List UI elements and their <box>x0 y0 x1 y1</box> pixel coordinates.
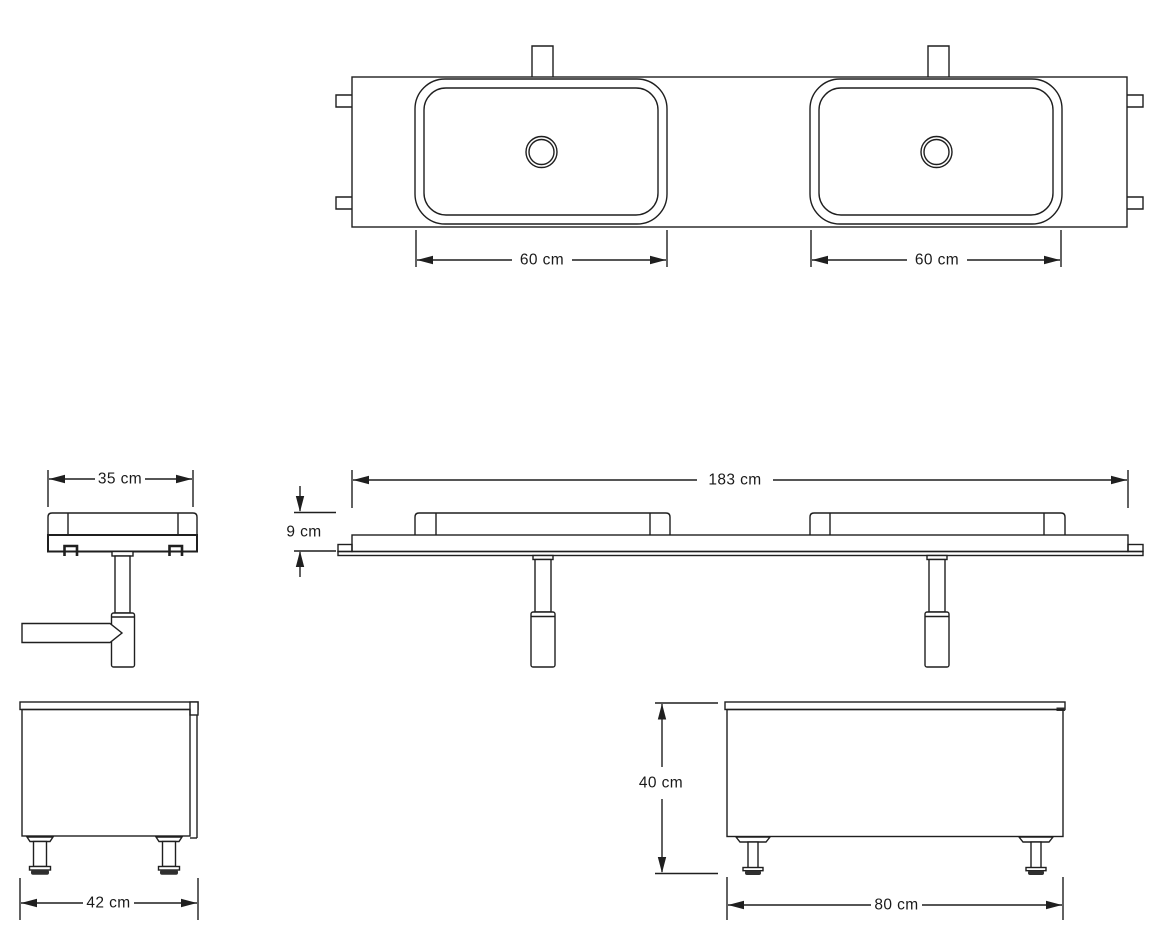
drain-pipe <box>928 558 946 613</box>
top-view: 60 cm 60 cm <box>335 45 1144 269</box>
basin-2-outer-rim <box>809 78 1063 225</box>
arrow-left-icon <box>49 474 65 484</box>
arrow-up-icon <box>657 703 667 720</box>
dimension-label: 60 cm <box>520 252 564 269</box>
arrow-down-icon <box>295 496 305 512</box>
arrow-right-icon <box>1044 255 1060 265</box>
side-tab-icon <box>1127 196 1144 210</box>
cabinet-leg <box>25 836 55 875</box>
arrow-right-icon <box>181 898 197 908</box>
dimension-height: 40 cm <box>639 702 718 875</box>
arrow-right-icon <box>650 255 666 265</box>
dimension-length: 183 cm <box>351 470 1129 508</box>
dimension-label: 40 cm <box>639 775 683 792</box>
dimension-depth: 35 cm <box>47 470 194 507</box>
drain-2-icon <box>920 135 953 169</box>
dimension-label: 80 cm <box>874 897 918 914</box>
countertop-lower-band <box>47 534 198 553</box>
drain-pipe <box>534 558 552 613</box>
arrow-left-icon <box>417 255 433 265</box>
rail-hook-icon <box>168 544 184 556</box>
foot-plate <box>1025 866 1047 872</box>
foot-base <box>1028 870 1044 875</box>
arrow-left-icon <box>21 898 37 908</box>
drain-trap <box>924 611 950 668</box>
drain-trap <box>530 611 556 668</box>
foot-base <box>745 870 761 875</box>
dimension-label: 42 cm <box>86 895 130 912</box>
leg-shaft <box>1030 841 1042 869</box>
dimension-label: 35 cm <box>98 471 142 488</box>
leg-shaft <box>747 841 759 869</box>
drain-assembly-2 <box>924 554 950 668</box>
countertop-top-band <box>47 512 198 536</box>
drain-1-icon <box>525 135 558 169</box>
countertop-outline <box>351 76 1128 228</box>
dimension-basin1: 60 cm <box>415 230 668 269</box>
drain-assembly-1 <box>530 554 556 668</box>
basin-1-outer-rim <box>414 78 668 225</box>
drain-2-inner-icon <box>923 138 950 166</box>
basin-1-inner-rim <box>423 87 659 216</box>
cabinet-body <box>21 708 191 837</box>
arrow-left-icon <box>728 900 744 910</box>
cabinet-leg <box>1017 836 1055 875</box>
arrow-down-icon <box>657 857 667 873</box>
drain-1-inner-icon <box>528 138 555 166</box>
rail-end-bracket <box>337 543 353 553</box>
cabinet-side-view: 42 cm <box>19 701 199 920</box>
arrow-left-icon <box>353 475 369 485</box>
leg-shaft <box>161 840 177 868</box>
side-section-view: 35 cm <box>21 470 198 668</box>
rail-end-bracket <box>1127 543 1144 553</box>
foot-plate <box>157 865 181 871</box>
dimension-thickness: 9 cm <box>286 486 336 577</box>
countertop-edge-band <box>724 701 1066 711</box>
basin-2-inner-rim <box>818 87 1054 216</box>
edge-drip-block <box>189 701 199 716</box>
dimension-basin2: 60 cm <box>810 230 1062 269</box>
foot-plate <box>28 865 52 871</box>
leg-bracket <box>1017 836 1055 843</box>
basin-apron-2 <box>809 512 1066 535</box>
countertop-edge-band <box>19 701 199 711</box>
foot-plate <box>742 866 764 872</box>
basin-apron-1 <box>414 512 671 535</box>
foot-base <box>160 870 178 875</box>
cabinet-body <box>726 708 1064 838</box>
dimension-label: 183 cm <box>708 472 761 489</box>
arrow-right-icon <box>1111 475 1127 485</box>
leg-bracket <box>154 836 184 843</box>
front-section-view: 183 cm 9 cm <box>286 470 1144 668</box>
dimension-label: 9 cm <box>286 524 321 541</box>
rail-hook-icon <box>63 544 79 556</box>
side-tab-icon <box>335 196 352 210</box>
side-tab-icon <box>1127 94 1144 108</box>
foot-base <box>31 870 49 875</box>
leg-bracket <box>734 836 772 843</box>
mounting-bracket-icon <box>927 45 950 77</box>
dimension-width: 42 cm <box>19 878 199 920</box>
waste-outlet-pipe <box>21 622 124 644</box>
dimension-label: 60 cm <box>915 252 959 269</box>
leg-shaft <box>32 840 48 868</box>
side-tab-icon <box>335 94 352 108</box>
cabinet-leg <box>734 836 772 875</box>
support-rail <box>337 550 1144 557</box>
arrow-right-icon <box>176 474 192 484</box>
cabinet-front-view: 40 cm 80 cm <box>639 701 1066 920</box>
countertop-slab <box>351 534 1129 553</box>
drain-pipe <box>114 555 131 614</box>
arrow-left-icon <box>812 255 828 265</box>
drain-trap <box>110 612 136 668</box>
cabinet-leg <box>154 836 184 875</box>
leg-bracket <box>25 836 55 843</box>
dimension-width: 80 cm <box>726 877 1064 920</box>
mounting-bracket-icon <box>531 45 554 77</box>
arrow-right-icon <box>1046 900 1062 910</box>
